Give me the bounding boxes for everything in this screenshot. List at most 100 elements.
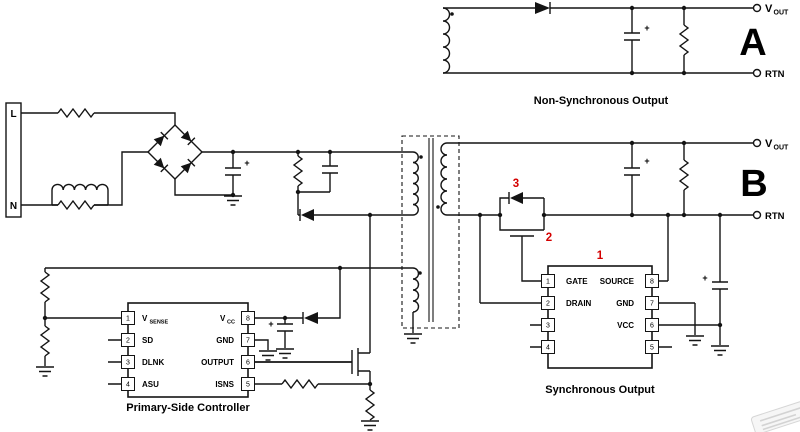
rtn-terminal [752,68,762,78]
pin-number: 1 [126,316,130,323]
polarity-plus: + [244,158,249,168]
vout-terminal [752,138,762,148]
ground-icon [403,333,423,344]
load-resistor [679,159,689,191]
secondary-winding [440,142,448,216]
pin-number: 5 [246,382,250,389]
pin-name-vsense-sub: SENSE [150,320,169,326]
polarity-plus: + [644,156,649,166]
pin-name-gate: GATE [566,277,588,286]
rtn-terminal [752,210,762,220]
line-terminal-label: L [10,109,16,120]
rcd-clamp [233,149,413,221]
isns-resistor [281,379,319,389]
pin-name-gnd: GND [616,299,634,308]
pin-name-output: OUTPUT [201,358,234,367]
sync-controller-ic: + 1 2 3 4 8 7 6 5 GATE DRAIN SOURCE GND … [479,215,730,369]
pin-number: 2 [546,301,550,308]
ground-icon [360,420,380,431]
rectifier-diode-icon [510,192,523,204]
vout-terminal [752,3,762,13]
callout-3: 3 [513,178,519,190]
callout-1: 1 [597,250,604,262]
divider-resistor-top [40,271,50,303]
pin-number: 2 [126,338,130,345]
callout-2: 2 [546,232,552,244]
clamp-diode-icon [301,209,314,221]
pin-name-sd: SD [142,336,153,345]
pin-name-gnd: GND [216,336,234,345]
pin-number: 1 [546,279,550,286]
polarity-plus: + [268,319,273,329]
rtn-label: RTN [765,211,785,222]
pin-number: 3 [126,360,130,367]
neutral-terminal-label: N [10,201,17,212]
pin-number: 4 [546,345,550,352]
primary-controller-ic: 1 2 3 4 8 7 6 5 V SENSE SD DLNK ASU V CC… [108,302,352,414]
primary-winding [412,151,419,216]
pin-name-vcc: V [220,314,226,323]
pin-name-isns: ISNS [215,380,234,389]
ground-icon [258,350,278,361]
section-a-caption: Non-Synchronous Output [534,95,669,107]
vout-label: V [765,3,773,15]
pin-number: 7 [650,301,654,308]
section-b-caption: Synchronous Output [545,384,655,396]
pin-number: 3 [546,323,550,330]
ac-input-terminal-block: L N [5,102,22,218]
ground-icon [685,335,705,346]
section-a: + V OUT RTN A Non-Synchronous Output [442,2,790,107]
pin-number: 6 [246,360,250,367]
bridge-rectifier [147,124,203,180]
pin-number: 8 [650,279,654,286]
current-sense-network [254,379,380,431]
polarity-plus: + [644,23,649,33]
output-diode-icon [535,2,550,14]
ground-icon [35,366,55,377]
vout-label: V [765,138,773,150]
load-resistor [679,24,689,56]
pin-name-vsense: V [142,314,148,323]
section-a-letter: A [739,22,766,64]
vsense-divider [35,267,413,377]
pin-name-vcc: VCC [617,321,634,330]
pin-number: 8 [246,316,250,323]
divider-resistor-bottom [40,325,50,357]
vcc-network: + [254,265,343,361]
vcc-diode-icon [304,312,318,324]
clamp-resistor [293,155,303,187]
pin-name-vcc-sub: CC [227,320,235,326]
watermark [750,399,800,432]
primary-mosfet [254,215,371,390]
filter-inductor [51,183,109,191]
pin-number: 6 [650,323,654,330]
pin-number: 5 [650,345,654,352]
filter-damping-resistor [57,200,95,210]
transformer-core [428,138,434,322]
aux-winding [412,267,420,313]
rtn-label: RTN [765,69,785,80]
ground-icon [223,195,243,206]
ground-icon [710,345,730,356]
ground-icon [275,348,295,359]
sense-resistor [365,389,375,421]
line-input-path [21,108,176,125]
neutral-filter [21,151,148,210]
section-b-letter: B [740,163,767,205]
a-secondary-winding [442,7,451,74]
vout-label-sub: OUT [774,145,790,152]
pin-number: 7 [246,338,250,345]
pin-name-dlnk: DLNK [142,358,164,367]
pin-name-asu: ASU [142,380,159,389]
transformer [370,135,460,344]
polarity-plus: + [702,273,707,283]
pin-name-source: SOURCE [600,277,635,286]
pin-number: 4 [126,382,130,389]
primary-controller-caption: Primary-Side Controller [126,402,250,414]
bulk-capacitor: + [174,149,250,206]
pin-name-drain: DRAIN [566,299,592,308]
fuse-resistor [57,108,95,118]
vout-label-sub: OUT [774,10,790,17]
